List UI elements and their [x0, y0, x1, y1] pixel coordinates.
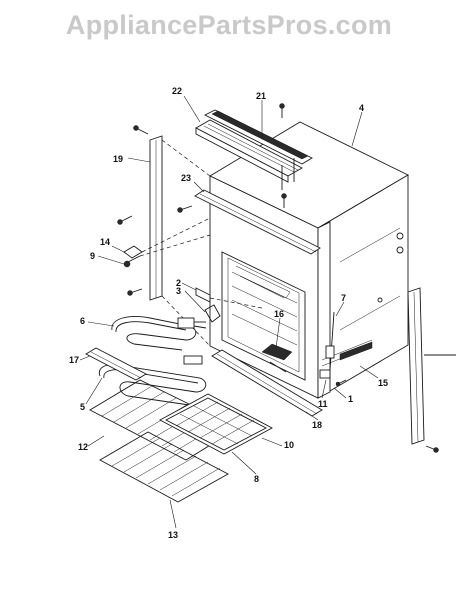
oven-cabinet [209, 121, 409, 399]
callout-9: 9 [90, 251, 95, 261]
callout-2: 2 [176, 278, 181, 288]
callout-12: 12 [78, 442, 88, 452]
callout-19: 19 [113, 154, 123, 164]
left-side-trim [149, 135, 211, 347]
bottom-vent-strip [211, 349, 323, 417]
callout-13: 13 [168, 530, 178, 540]
watermark: AppliancePartsPros.com [65, 10, 393, 40]
callout-5: 5 [80, 402, 85, 412]
callout-23: 23 [181, 173, 191, 183]
callout-22: 22 [172, 86, 182, 96]
callout-8: 8 [254, 474, 259, 484]
callout-18: 18 [312, 420, 322, 430]
callout-4: 4 [359, 103, 364, 113]
callout-21: 21 [256, 91, 266, 101]
callout-15: 15 [378, 378, 388, 388]
front-trim-strip [194, 189, 321, 255]
top-vent-trim [195, 119, 303, 183]
small-brackets [195, 287, 263, 323]
broil-element [111, 316, 207, 351]
thermostat-part [123, 217, 211, 268]
callout-6: 6 [80, 316, 85, 326]
door-hinge [261, 343, 293, 373]
broiler-pan-grid [159, 393, 273, 455]
screws [117, 103, 439, 453]
callout-10: 10 [284, 440, 294, 450]
callout-7: 7 [341, 293, 346, 303]
oven-rack-lower [99, 431, 229, 503]
latch-assembly [319, 311, 373, 379]
callout-1: 1 [348, 394, 353, 404]
upper-control-bracket [203, 109, 313, 190]
callout-labels: 22 21 4 19 23 14 9 2 3 6 16 7 17 5 15 11… [69, 86, 388, 540]
callout-16: 16 [274, 309, 284, 319]
leader-lines [79, 95, 379, 529]
callout-17: 17 [69, 355, 79, 365]
lower-trim-strip [85, 347, 147, 381]
right-side-trim [407, 287, 456, 445]
callout-3: 3 [176, 286, 181, 296]
callout-11: 11 [318, 399, 328, 409]
callout-14: 14 [100, 237, 110, 247]
